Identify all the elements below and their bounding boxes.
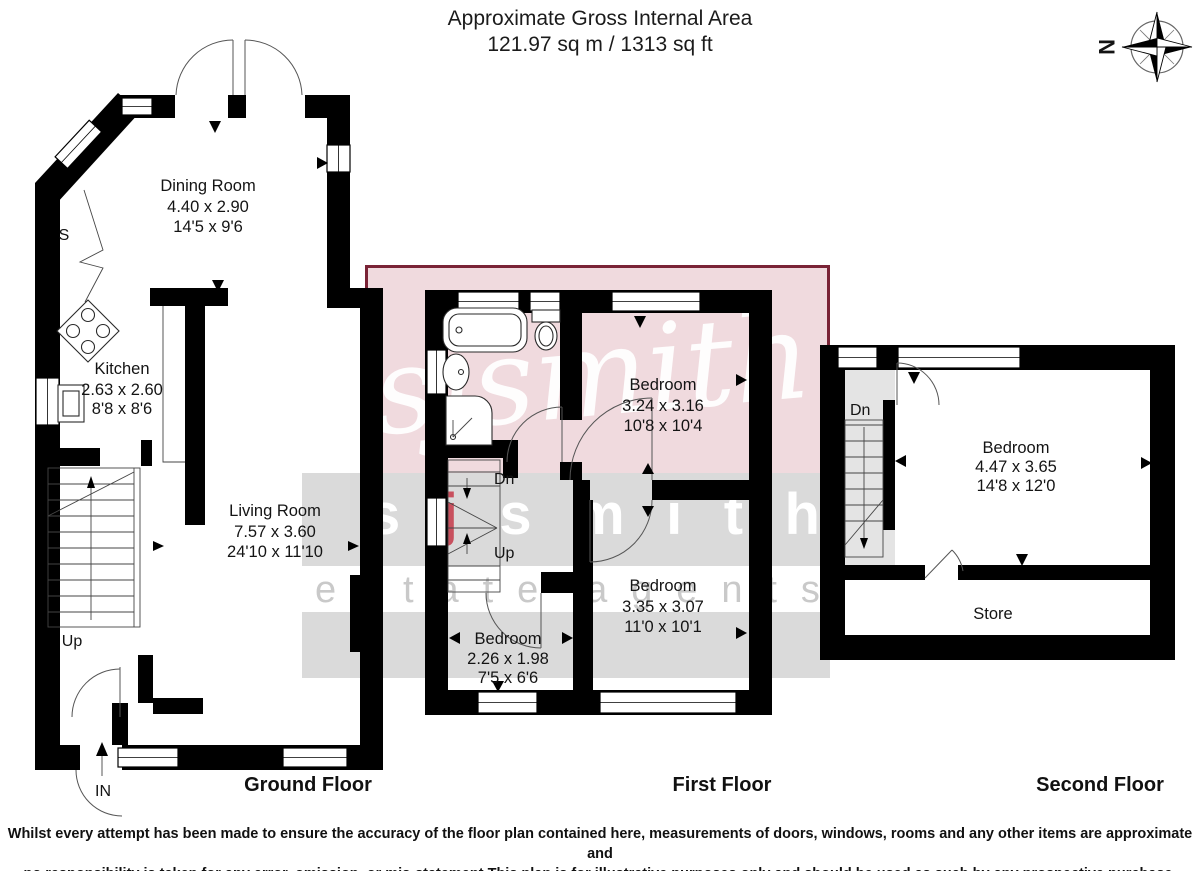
- kitchen-sink-icon: [57, 384, 85, 423]
- window: [117, 747, 179, 768]
- window: [611, 291, 701, 312]
- bathtub-icon: [442, 307, 528, 353]
- first-floor-windows: [426, 291, 737, 714]
- stairs-down-label: Dn: [494, 471, 514, 488]
- porch-door: [71, 667, 121, 718]
- second-dimension-arrows: [895, 372, 1152, 566]
- room-label-kitchen: Kitchen 2.63 x 2.60 8'8 x 8'6: [81, 360, 163, 418]
- bedroom1-door: [569, 397, 653, 481]
- svg-text:8'8 x 8'6: 8'8 x 8'6: [92, 400, 152, 418]
- window: [35, 377, 60, 426]
- window: [529, 291, 561, 312]
- svg-text:14'5 x 9'6: 14'5 x 9'6: [173, 218, 243, 236]
- toilet-icon: [531, 309, 561, 351]
- hob-icon: [56, 299, 120, 363]
- svg-text:Living Room: Living Room: [229, 502, 321, 520]
- ground-floor-windows: [35, 97, 351, 768]
- room-label-second-bedroom: Bedroom 4.47 x 3.65 14'8 x 12'0: [975, 439, 1057, 495]
- cupboard-label: S: [59, 227, 70, 244]
- window: [477, 691, 538, 714]
- window: [121, 97, 153, 116]
- brand-letter: s: [499, 482, 532, 547]
- svg-text:Bedroom: Bedroom: [630, 577, 697, 595]
- first-floor-stairs: Dn Up: [447, 459, 515, 593]
- svg-text:3.24 x 3.16: 3.24 x 3.16: [622, 397, 704, 415]
- second-floor-windows: [837, 346, 1021, 369]
- stairs-up-label: Up: [494, 545, 515, 562]
- room-label-bedroom3: Bedroom 2.26 x 1.98 7'5 x 6'6: [467, 630, 549, 687]
- svg-text:4.40 x 2.90: 4.40 x 2.90: [167, 198, 249, 216]
- bedroom2-door: [589, 499, 653, 563]
- svg-text:11'0 x 10'1: 11'0 x 10'1: [624, 618, 702, 636]
- shower-icon: [445, 395, 493, 446]
- french-doors: [175, 39, 303, 96]
- ground-floor-caption: Ground Floor: [244, 774, 372, 796]
- disclaimer-line-1: Whilst every attempt has been made to en…: [7, 826, 1193, 862]
- window: [599, 691, 737, 714]
- bathroom-door: [506, 406, 563, 463]
- svg-text:Bedroom: Bedroom: [630, 376, 697, 394]
- ground-dimension-arrows: [153, 121, 359, 551]
- stairs-up-label: Up: [62, 633, 83, 650]
- svg-text:14'8 x 12'0: 14'8 x 12'0: [977, 477, 1056, 495]
- svg-text:Kitchen: Kitchen: [94, 360, 149, 378]
- svg-text:2.63 x 2.60: 2.63 x 2.60: [81, 381, 163, 399]
- north-label: N: [1094, 39, 1119, 55]
- entrance-label: IN: [95, 783, 111, 800]
- svg-text:7.57 x 3.60: 7.57 x 3.60: [234, 523, 316, 541]
- cupboard-front-line: [78, 189, 104, 303]
- svg-text:Bedroom: Bedroom: [475, 630, 542, 648]
- window: [837, 346, 878, 369]
- room-label-bedroom1: Bedroom 3.24 x 3.16 10'8 x 10'4: [622, 376, 704, 435]
- brand-letter: h: [784, 482, 820, 547]
- page-title: Approximate Gross Internal Area 121.97 s…: [0, 6, 1200, 58]
- window: [326, 144, 351, 173]
- svg-text:10'8 x 10'4: 10'8 x 10'4: [624, 417, 703, 435]
- svg-text:7'5 x 6'6: 7'5 x 6'6: [478, 669, 538, 687]
- stairs-down-label: Dn: [850, 402, 870, 419]
- room-label-dining: Dining Room 4.40 x 2.90 14'5 x 9'6: [160, 177, 255, 236]
- room-label-store: Store: [973, 605, 1012, 623]
- svg-text:24'10 x 11'10: 24'10 x 11'10: [227, 543, 323, 561]
- first-dimension-arrows: [449, 316, 747, 692]
- second-bedroom-door: [896, 362, 940, 406]
- gross-area-value: 121.97 sq m / 1313 sq ft: [487, 33, 713, 56]
- window: [54, 119, 103, 170]
- window: [426, 497, 447, 547]
- first-floor-plan: Dn Up Bedroom 3.24 x 3.16 10'8 x 10'4: [425, 290, 772, 715]
- first-floor-caption: First Floor: [672, 774, 772, 796]
- second-floor-plan: Dn Bedroom 4.47 x 3.65 14'8 x 12'0: [820, 345, 1175, 660]
- gross-area-title: Approximate Gross Internal Area: [447, 7, 753, 30]
- store-door: [924, 549, 964, 579]
- window: [897, 346, 1021, 369]
- compass-rose: N: [1094, 11, 1193, 83]
- second-floor-caption: Second Floor: [1036, 774, 1164, 796]
- counter-line: [162, 306, 185, 463]
- ground-stairs: Up: [47, 467, 141, 650]
- room-label-bedroom2: Bedroom 3.35 x 3.07 11'0 x 10'1: [622, 577, 704, 636]
- ground-floor-plan: S: [35, 39, 383, 817]
- second-floor-stairs: Dn: [844, 402, 884, 558]
- svg-text:3.35 x 3.07: 3.35 x 3.07: [622, 598, 704, 616]
- svg-text:4.47 x 3.65: 4.47 x 3.65: [975, 458, 1057, 476]
- basin-icon: [442, 353, 470, 391]
- disclaimer-line-2: no responsibility is taken for any error…: [0, 864, 1200, 871]
- svg-text:Bedroom: Bedroom: [983, 439, 1050, 457]
- disclaimer: Whilst every attempt has been made to en…: [0, 824, 1200, 871]
- bedroom3-door: [485, 592, 542, 649]
- window: [282, 747, 348, 768]
- svg-text:Dining Room: Dining Room: [160, 177, 255, 195]
- front-door-arc: [75, 769, 123, 817]
- room-label-living: Living Room 7.57 x 3.60 24'10 x 11'10: [227, 502, 323, 561]
- svg-text:2.26 x 1.98: 2.26 x 1.98: [467, 650, 549, 668]
- entrance-arrow: IN: [95, 742, 111, 800]
